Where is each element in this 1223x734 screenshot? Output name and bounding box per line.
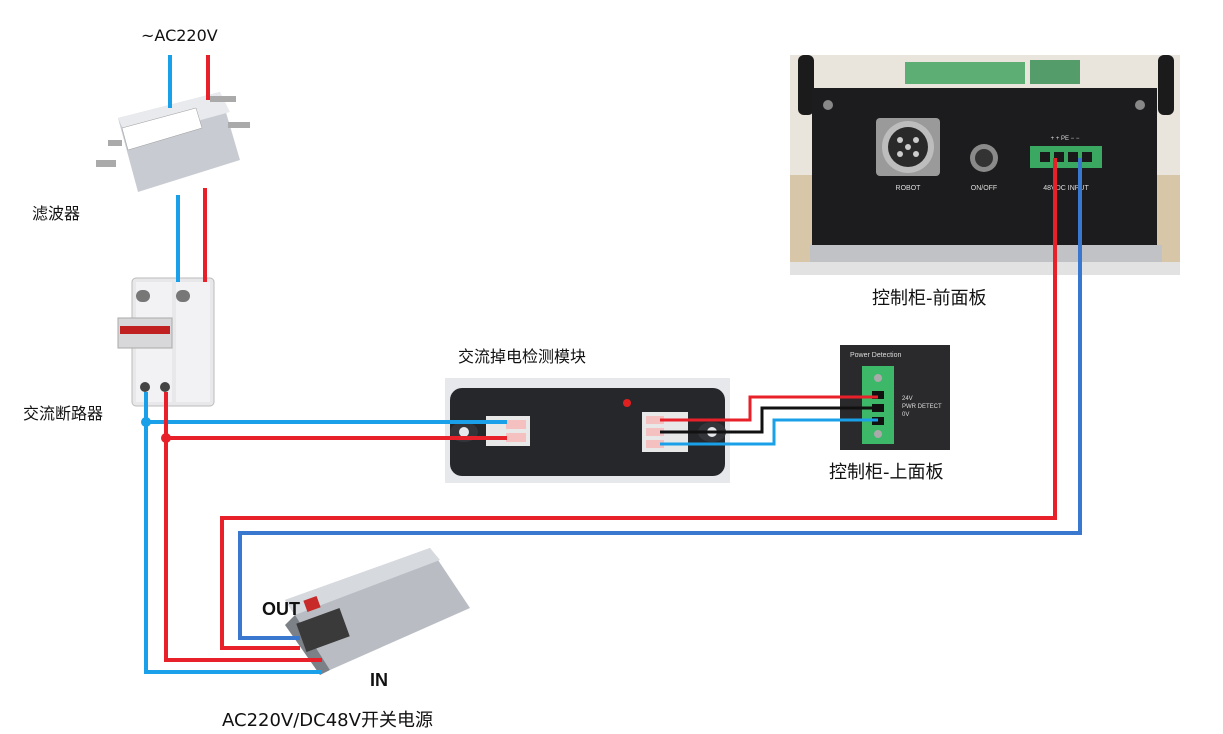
power-detection-title: Power Detection	[850, 352, 901, 359]
onoff-label: ON/OFF	[971, 185, 997, 192]
onoff-connector	[970, 144, 998, 172]
psu-label: AC220V/DC48V开关电源	[222, 710, 433, 731]
wires	[141, 55, 1082, 674]
breaker-label: 交流断路器	[23, 404, 104, 423]
ac-input-label: ~AC220V	[141, 26, 218, 45]
indicator-led	[623, 399, 631, 407]
psu-out-label: OUT	[262, 599, 300, 619]
antenna-left	[798, 55, 814, 115]
antenna-right	[1158, 55, 1174, 115]
top-panel-label: 控制柜-上面板	[829, 462, 944, 483]
psu-in-label: IN	[370, 670, 388, 690]
ac-circuit-breaker	[117, 277, 215, 407]
front-panel-label: 控制柜-前面板	[872, 288, 987, 309]
dc-input-label: 48VDC INPUT	[1043, 185, 1089, 192]
emi-filter	[96, 92, 250, 192]
cabinet-top-panel: Power Detection 24V PWR DETECT 0V	[840, 345, 950, 450]
detect-module-label: 交流掉电检测模块	[458, 347, 587, 366]
robot-label: ROBOT	[896, 185, 922, 192]
terminal-pwr-detect-label: PWR DETECT	[902, 404, 942, 410]
terminal-24v-label: 24V	[902, 396, 913, 402]
terminal-polarity-label: + + PE − −	[1051, 136, 1080, 142]
filter-label: 滤波器	[32, 204, 81, 223]
terminal-0v-label: 0V	[902, 412, 909, 418]
switching-power-supply	[285, 548, 470, 675]
dc-input-terminal	[1030, 146, 1102, 168]
cabinet-front-panel: ROBOT ON/OFF + + PE − − 48VDC INPUT	[790, 55, 1180, 275]
robot-connector	[876, 118, 940, 176]
